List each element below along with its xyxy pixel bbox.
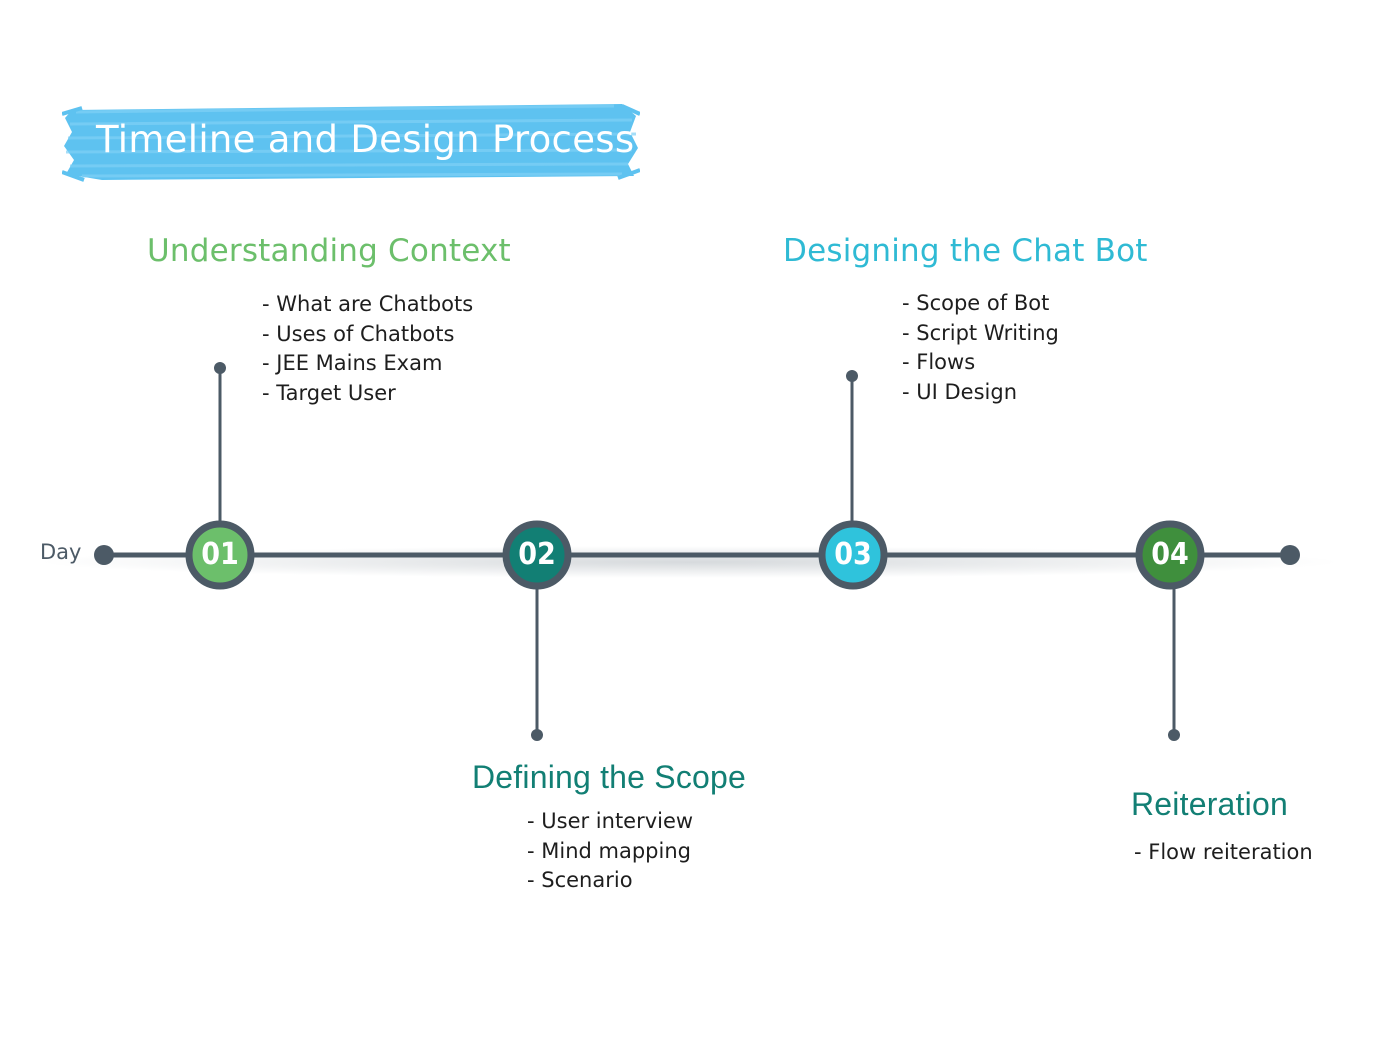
day-axis-label: Day (40, 540, 82, 564)
list-item: - Script Writing (902, 320, 1059, 345)
list-item: - Mind mapping (527, 838, 691, 863)
step4-items: - Flow reiteration (1134, 838, 1313, 868)
step1-connector-dot (214, 362, 226, 374)
list-item: - User interview (527, 809, 694, 833)
step3-title: Designing the Chat Bot (783, 233, 1148, 269)
timeline-start-dot (94, 545, 114, 565)
step4-title: Reiteration (1131, 786, 1288, 822)
step2-connector-dot (531, 729, 543, 741)
step2-title: Defining the Scope (472, 759, 747, 795)
step3-items: - Scope of Bot - Script Writing - Flows … (902, 289, 1059, 407)
list-item: - UI Design (902, 379, 1017, 404)
list-item: - Flow reiteration (1134, 840, 1313, 864)
list-item: - Uses of Chatbots (262, 321, 455, 346)
step1-circle (185, 520, 255, 590)
title-banner: Timeline and Design Process (62, 102, 640, 182)
step2-items: - User interview - Mind mapping - Scenar… (527, 807, 693, 896)
step2-circle (502, 520, 572, 590)
list-item: - JEE Mains Exam (262, 351, 443, 375)
step3-number: 03 (834, 537, 872, 572)
step1-title: Understanding Context (147, 233, 511, 269)
list-item: - Target User (262, 380, 396, 405)
step4-number: 04 (1151, 537, 1189, 572)
list-item: - Scope of Bot (902, 291, 1050, 315)
list-item: - What are Chatbots (262, 292, 474, 316)
step4-circle (1135, 520, 1205, 590)
list-item: - Scenario (527, 868, 633, 892)
step1-items: - What are Chatbots - Uses of Chatbots -… (262, 290, 473, 408)
step1-number: 01 (201, 537, 239, 572)
step2-number: 02 (518, 537, 556, 572)
brush-stroke-background (62, 104, 640, 182)
list-item: - Flows (902, 350, 976, 374)
step3-circle (818, 520, 888, 590)
step4-connector-dot (1168, 729, 1180, 741)
page-title: Timeline and Design Process (96, 118, 635, 161)
timeline-end-dot (1280, 545, 1300, 565)
step3-connector-dot (846, 370, 858, 382)
